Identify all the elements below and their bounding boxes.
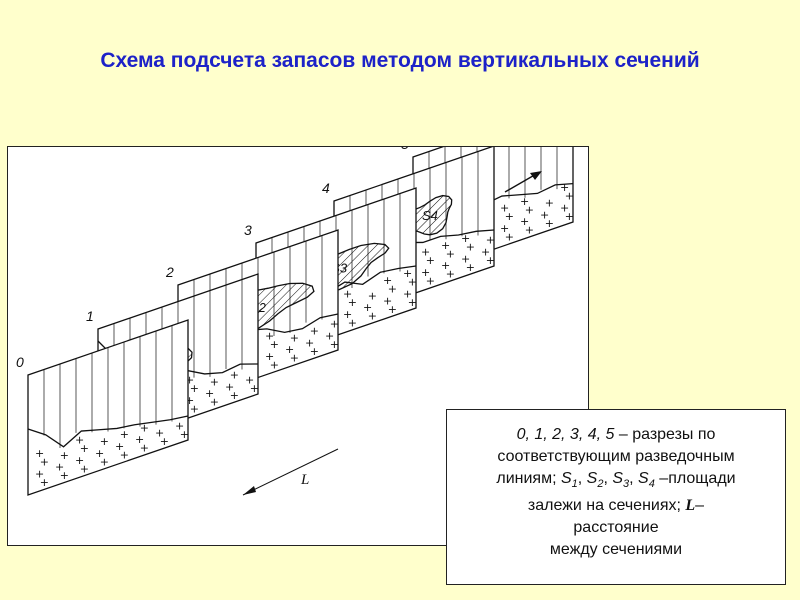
svg-text:+: + — [525, 224, 534, 237]
svg-text:+: + — [348, 317, 357, 330]
svg-text:+: + — [140, 442, 149, 455]
section-number-4: 4 — [322, 180, 330, 196]
svg-text:+: + — [330, 338, 339, 351]
svg-text:+: + — [368, 310, 377, 323]
svg-text:+: + — [160, 435, 169, 448]
svg-text:+: + — [60, 469, 69, 482]
section-number-2: 2 — [165, 264, 174, 280]
svg-text:+: + — [250, 382, 259, 395]
legend-box: 0, 1, 2, 3, 4, 5 – разрезы по соответств… — [446, 409, 786, 585]
svg-text:+: + — [290, 352, 299, 365]
section-number-1: 1 — [86, 308, 94, 324]
legend-line-4: залежи на сечениях; L– — [457, 495, 775, 517]
section-number-0: 0 — [16, 354, 24, 370]
svg-text:+: + — [190, 403, 199, 416]
svg-text:+: + — [210, 396, 219, 409]
svg-text:+: + — [505, 231, 514, 244]
legend-line-5: расстояние — [457, 517, 775, 539]
legend-L-symbol: L — [685, 497, 695, 514]
svg-text:+: + — [80, 462, 89, 475]
section-number-5: 5 — [401, 147, 409, 152]
svg-text:+: + — [310, 345, 319, 358]
area-label-4: S4 — [422, 208, 438, 223]
svg-text:+: + — [120, 449, 129, 462]
section-number-3: 3 — [244, 222, 252, 238]
svg-text:+: + — [180, 428, 189, 441]
svg-text:+: + — [230, 389, 239, 402]
distance-marker: L — [243, 449, 338, 495]
svg-text:+: + — [426, 275, 435, 288]
svg-text:+: + — [408, 296, 417, 309]
legend-line-2: соответствующим разведочным — [457, 446, 775, 468]
legend-line-3: линиям; S1, S2, S3, S4 –площади — [457, 468, 775, 495]
svg-text:+: + — [388, 303, 397, 316]
svg-text:+: + — [486, 254, 495, 267]
distance-label: L — [300, 472, 309, 488]
svg-text:+: + — [100, 455, 109, 468]
svg-text:+: + — [466, 261, 475, 274]
legend-line-6: между сечениями — [457, 539, 775, 561]
svg-text:+: + — [446, 268, 455, 281]
svg-text:+: + — [545, 217, 554, 230]
slide-title: Схема подсчета запасов методом вертикаль… — [40, 46, 760, 76]
svg-text:+: + — [270, 359, 279, 372]
svg-text:+: + — [40, 476, 49, 489]
legend-line-1: 0, 1, 2, 3, 4, 5 – разрезы по — [457, 424, 775, 446]
legend-section-numbers: 0, 1, 2, 3, 4, 5 — [517, 426, 615, 443]
svg-text:+: + — [565, 210, 574, 223]
